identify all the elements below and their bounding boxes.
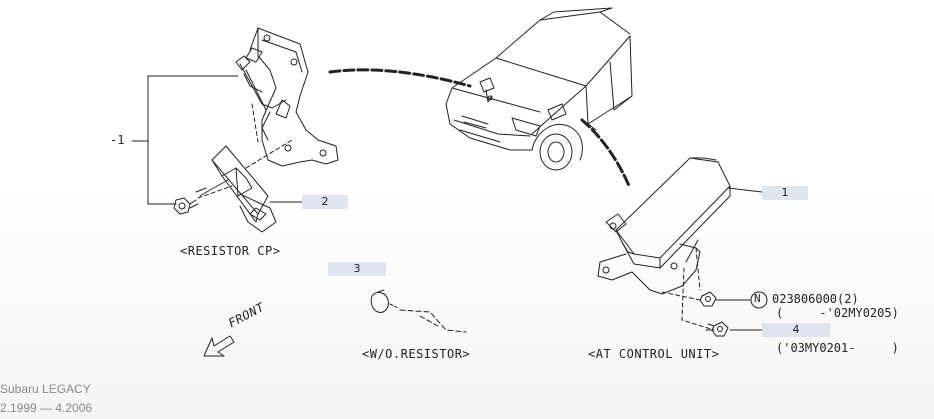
callout-2[interactable]: 2 <box>302 195 348 209</box>
model-years: 2.1999 — 4.2006 <box>0 401 93 415</box>
callout-1[interactable]: 1 <box>762 186 808 200</box>
nut-hardware <box>699 291 751 307</box>
model-year-range-1: ( -'02MY0205) <box>776 306 899 320</box>
front-direction-arrow <box>203 335 235 357</box>
resistor-bracket-assembly <box>235 27 339 167</box>
model-year-range-2: ('03MY0201- ) <box>776 341 899 355</box>
resistor-cp-caption: <RESISTOR CP> <box>180 244 281 258</box>
nut-symbol-letter: N <box>754 292 761 305</box>
vehicle-outline <box>445 7 633 171</box>
without-resistor-caption: <W/O.RESISTOR> <box>362 347 471 361</box>
alignment-dashes <box>197 103 293 199</box>
bolt-part-2 <box>173 197 199 215</box>
assembly-reference-label: -1 <box>110 133 125 147</box>
connector-arrow-resistor <box>328 68 472 88</box>
leader-line-1 <box>727 187 763 193</box>
connector-arrow-control-unit <box>580 118 632 190</box>
at-control-unit <box>597 157 731 295</box>
assembly-reference-bracket <box>131 75 239 205</box>
control-unit-mount-dashes <box>661 247 715 331</box>
callout-4[interactable]: 4 <box>762 323 830 337</box>
callout-3[interactable]: 3 <box>328 262 386 276</box>
model-name: Subaru LEGACY <box>0 382 91 396</box>
plug-part-3 <box>370 289 467 333</box>
bolt-part-4 <box>705 321 763 337</box>
resistor-module <box>195 145 277 233</box>
part-number-label: 023806000(2) <box>772 292 859 306</box>
nut-symbol-circle <box>750 291 768 309</box>
at-control-unit-caption: <AT CONTROL UNIT> <box>588 347 720 361</box>
